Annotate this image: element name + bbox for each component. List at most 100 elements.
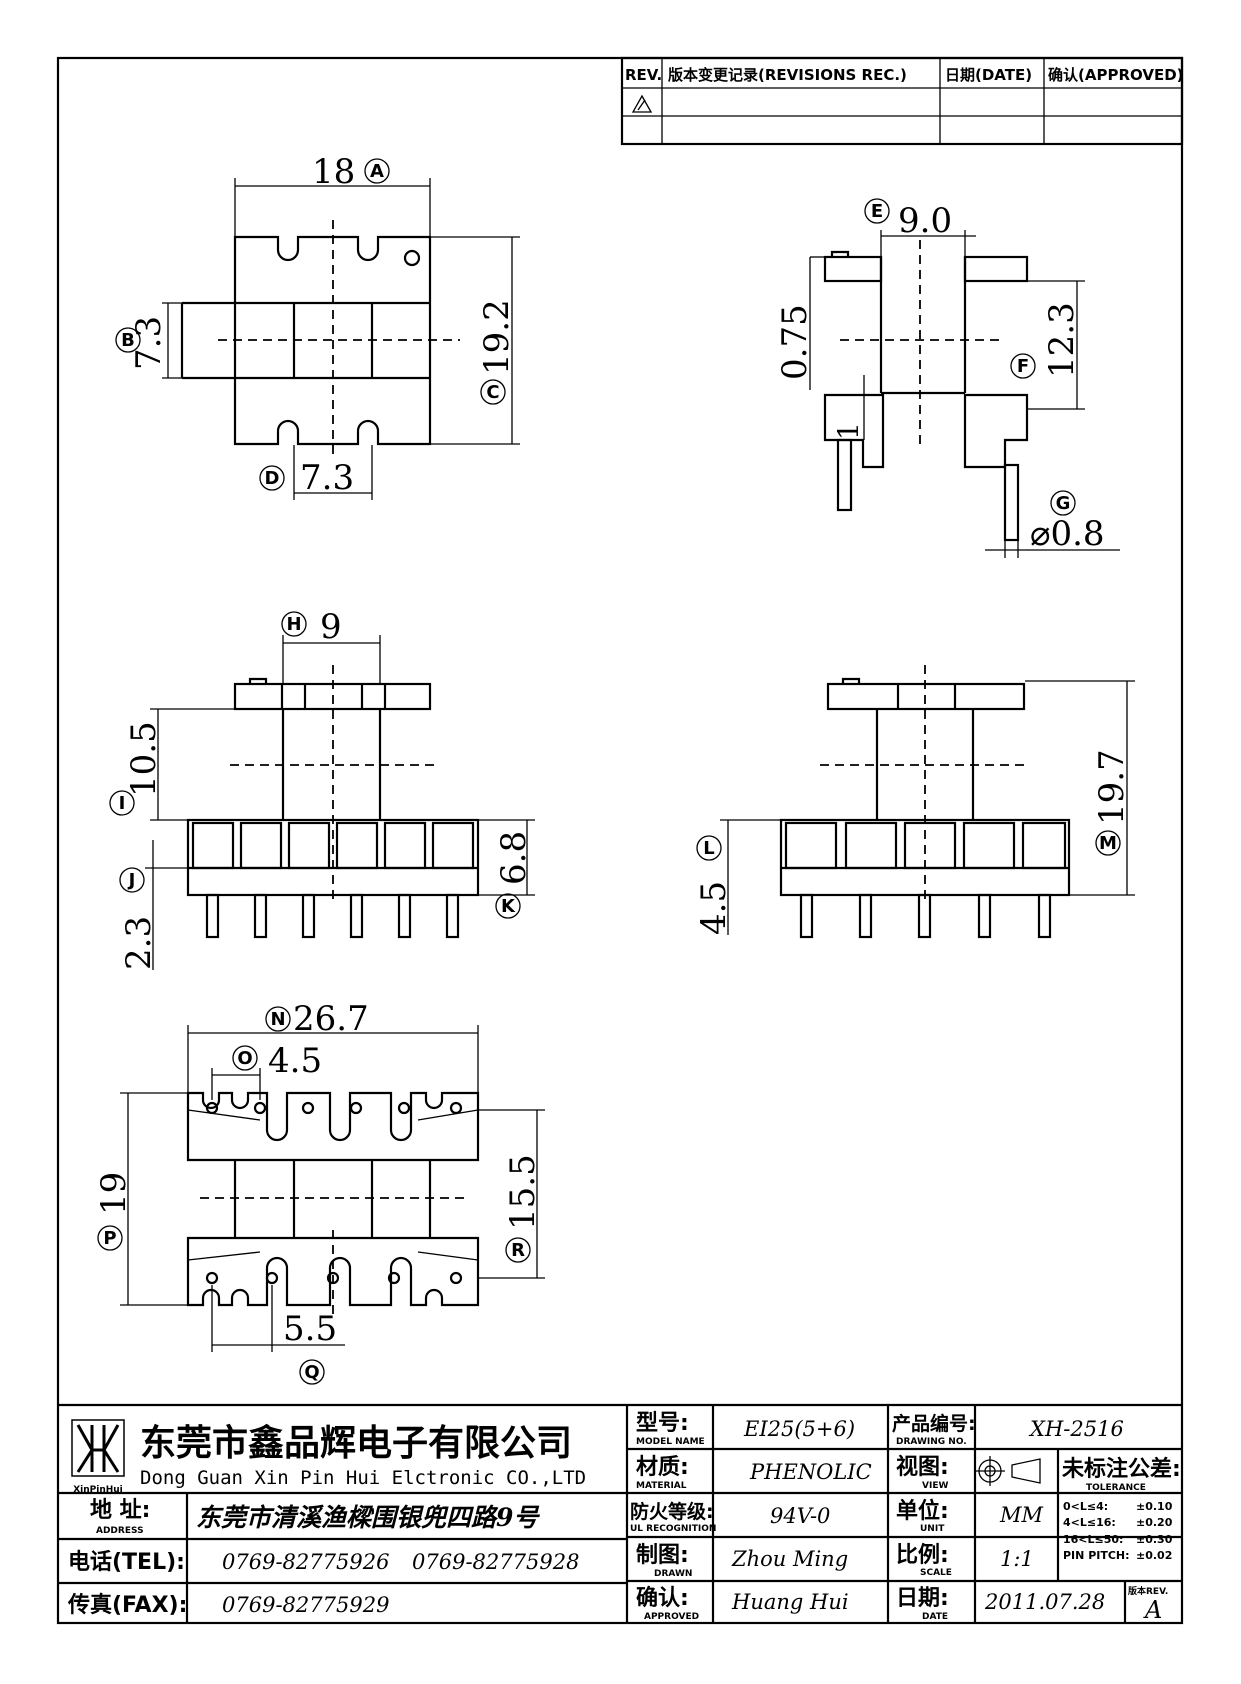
tolerance-range-3: 16<L≤50:	[1063, 1533, 1123, 1546]
address-value: 东莞市清溪渔樑围银兜四路9号	[196, 1503, 540, 1532]
tolerance-value-3: ±0.30	[1136, 1533, 1173, 1546]
dim-j-letter: J	[127, 870, 136, 891]
approved-label-en: APPROVED	[644, 1612, 699, 1622]
rev-header: REV.	[625, 66, 662, 84]
dim-o-letter: O	[237, 1048, 252, 1069]
dim-k-value: 6.8	[494, 831, 534, 885]
dim-h-letter: H	[286, 614, 301, 635]
unit-label-en: UNIT	[920, 1524, 945, 1534]
tolerance-range-2: 4<L≤16:	[1063, 1516, 1116, 1529]
dim-d-letter: D	[265, 468, 280, 489]
dim-one-value: 1	[832, 422, 865, 440]
dim-o-value: 4.5	[268, 1041, 322, 1081]
dim-offset-value: 0.75	[775, 304, 815, 380]
company-logo: XinPinHui	[71, 1419, 125, 1495]
unit-label: 单位:	[896, 1498, 949, 1524]
scale-label-en: SCALE	[920, 1568, 952, 1578]
tolerance-range-4: PIN PITCH:	[1063, 1549, 1130, 1562]
company-name-cn: 东莞市鑫品辉电子有限公司	[140, 1423, 572, 1464]
drawing-no-label: 产品编号:	[892, 1412, 976, 1435]
tolerance-label-en: TOLERANCE	[1086, 1483, 1146, 1493]
dim-m-letter: M	[1099, 833, 1117, 854]
revisions-header: 版本变更记录(REVISIONS REC.)	[668, 66, 907, 84]
model-label: 型号:	[636, 1411, 689, 1436]
company-name-en: Dong Guan Xin Pin Hui Elctronic CO.,LTD	[140, 1467, 586, 1489]
side-section-view: 9.0 E 12.3 F 0.75 1 ⌀0.8 G	[775, 198, 1120, 558]
dim-r-value: 15.5	[503, 1154, 543, 1230]
sheet-border	[56, 56, 1184, 1625]
dim-a-value: 18	[312, 152, 355, 192]
dim-b-value: 7.3	[129, 316, 169, 370]
address-label: 地 址:	[90, 1498, 150, 1523]
dim-r-letter: R	[511, 1240, 525, 1261]
view-label: 视图:	[896, 1454, 949, 1480]
tolerance-value-2: ±0.20	[1136, 1516, 1173, 1529]
tel-2-value: 0769-82775928	[412, 1550, 579, 1574]
dim-g-letter: G	[1056, 493, 1071, 514]
logo-text: XinPinHui	[73, 1485, 123, 1495]
front-view: 9 H 10.5 I 2.3 J 6.8 K	[109, 607, 535, 970]
drawn-label: 制图:	[636, 1543, 689, 1568]
fax-value: 0769-82775929	[222, 1593, 389, 1617]
rev-value: A	[1143, 1596, 1162, 1624]
dim-i-value: 10.5	[124, 721, 164, 797]
approved-value: Huang Hui	[731, 1590, 849, 1614]
model-label-en: MODEL NAME	[636, 1437, 705, 1447]
material-value: PHENOLIC	[749, 1460, 872, 1484]
tolerance-label: 未标注公差:	[1062, 1456, 1181, 1482]
drawn-label-en: DRAWN	[654, 1569, 692, 1579]
dim-q-value: 5.5	[283, 1309, 337, 1349]
model-value: EI25(5+6)	[743, 1417, 855, 1441]
flame-label-en: UL RECOGNITION	[630, 1524, 716, 1534]
dim-m-value: 19.7	[1092, 749, 1132, 825]
unit-value: MM	[999, 1503, 1044, 1527]
flame-value: 94V-0	[770, 1504, 830, 1528]
drawn-value: Zhou Ming	[731, 1547, 848, 1571]
revision-block: REV. 版本变更记录(REVISIONS REC.) 日期(DATE) 确认(…	[620, 56, 1184, 146]
rev-label: 版本REV.	[1127, 1585, 1168, 1597]
date-value: 2011.07.28	[984, 1590, 1105, 1614]
dim-c-value: 19.2	[477, 299, 517, 375]
date-label-en: DATE	[922, 1612, 948, 1622]
tolerance-value-4: ±0.02	[1136, 1549, 1172, 1562]
dim-l-value: 4.5	[694, 881, 734, 935]
dim-b-letter: B	[121, 330, 135, 351]
dim-a-letter: A	[370, 161, 384, 182]
dim-c-letter: C	[486, 382, 499, 403]
dim-g-value: ⌀0.8	[1030, 514, 1105, 554]
dim-f-letter: F	[1017, 356, 1029, 377]
dim-h-value: 9	[320, 607, 342, 647]
dim-i-letter: I	[119, 793, 126, 814]
scale-value: 1:1	[1000, 1547, 1034, 1571]
pin1-mark-icon	[403, 249, 421, 267]
dim-d-value: 7.3	[300, 458, 354, 498]
dim-f-value: 12.3	[1042, 302, 1082, 378]
bottom-view: 26.7 N 4.5 O 19 P 5.5 Q 15.5 R	[94, 999, 545, 1385]
material-label-en: MATERIAL	[636, 1481, 687, 1491]
drawing-no-value: XH-2516	[1028, 1417, 1124, 1441]
dim-e-letter: E	[871, 201, 883, 222]
top-view: 18 A 7.3 B 19.2 C 7.3 D	[115, 152, 520, 500]
fax-label: 传真(FAX):	[67, 1592, 187, 1618]
dim-p-value: 19	[94, 1172, 134, 1215]
tolerance-value-1: ±0.10	[1136, 1500, 1173, 1513]
address-label-en: ADDRESS	[96, 1526, 144, 1536]
dim-j-value: 2.3	[119, 916, 159, 970]
projection-symbol-icon	[975, 1456, 1041, 1486]
title-block: XinPinHui 东莞市鑫品辉电子有限公司 Dong Guan Xin Pin…	[58, 1403, 1182, 1624]
dim-p-letter: P	[103, 1228, 116, 1249]
dim-e-value: 9.0	[898, 201, 952, 241]
view-label-en: VIEW	[922, 1481, 948, 1491]
revision-triangle-icon	[631, 94, 653, 113]
dim-l-letter: L	[703, 838, 714, 859]
dim-k-letter: K	[501, 896, 516, 917]
dim-n-value: 26.7	[293, 999, 369, 1039]
dim-q-letter: Q	[304, 1362, 319, 1383]
tolerance-range-1: 0<L≤4:	[1063, 1500, 1108, 1513]
date-header: 日期(DATE)	[945, 66, 1032, 84]
tel-1-value: 0769-82775926	[222, 1550, 389, 1574]
approved-label: 确认:	[636, 1585, 689, 1611]
date-label: 日期:	[896, 1586, 949, 1611]
side-view: 4.5 L 19.7 M	[694, 665, 1135, 939]
tel-label: 电话(TEL):	[68, 1550, 185, 1575]
